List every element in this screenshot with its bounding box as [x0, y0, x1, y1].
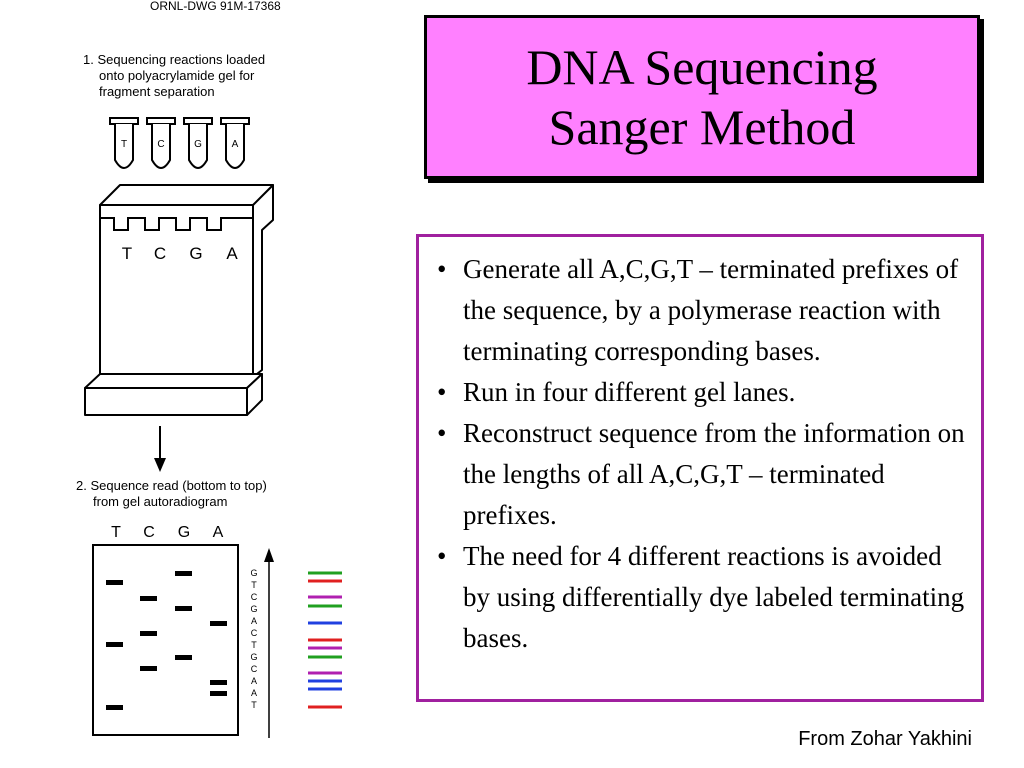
- band: [106, 705, 123, 710]
- slide-title-line2: Sanger Method: [548, 99, 856, 155]
- bullet-item: • The need for 4 different reactions is …: [437, 536, 973, 659]
- step2-caption-line2: from gel autoradiogram: [93, 494, 227, 509]
- bullet-item: • Run in four different gel lanes.: [437, 372, 973, 413]
- bullet-item: • Generate all A,C,G,T – terminated pref…: [437, 249, 973, 372]
- autorad-lane-label-t: T: [111, 524, 121, 541]
- tube-label-c: C: [157, 139, 164, 150]
- autoradiogram-frame: [92, 544, 239, 736]
- read-base: C: [251, 628, 258, 638]
- bullet-dot-icon: •: [437, 541, 447, 571]
- bullet-text: The need for 4 different reactions is av…: [463, 541, 965, 653]
- bullet-dot-icon: •: [437, 254, 447, 284]
- bullet-text: Reconstruct sequence from the informatio…: [463, 418, 965, 530]
- bullet-text: Run in four different gel lanes.: [463, 377, 796, 407]
- slide-title-line1: DNA Sequencing: [526, 39, 878, 95]
- slide-title-box: DNA Sequencing Sanger Method: [424, 15, 980, 179]
- band: [210, 621, 227, 626]
- read-base: A: [251, 616, 257, 626]
- band: [106, 642, 123, 647]
- read-base: T: [251, 640, 257, 650]
- step1-caption-line3: fragment separation: [99, 84, 215, 99]
- gel-lane-label-g: G: [189, 244, 202, 263]
- step1-caption-line2: onto polyacrylamide gel for: [99, 68, 255, 83]
- bullet-box: • Generate all A,C,G,T – terminated pref…: [416, 234, 984, 702]
- tube-label-a: A: [232, 139, 239, 150]
- autoradiogram-bands: [106, 571, 227, 710]
- step1-caption-line1: 1. Sequencing reactions loaded: [83, 52, 265, 67]
- read-base: C: [251, 592, 258, 602]
- band: [140, 596, 157, 601]
- tube-g: [183, 117, 213, 169]
- read-base: G: [250, 604, 257, 614]
- bullet-dot-icon: •: [437, 418, 447, 448]
- drawing-id: ORNL-DWG 91M-17368: [150, 0, 281, 13]
- tube-a: [220, 117, 250, 169]
- read-base: C: [251, 664, 258, 674]
- tube-label-t: T: [121, 139, 127, 150]
- autorad-lane-label-c: C: [143, 524, 155, 541]
- gel-apparatus: [84, 184, 274, 416]
- band: [210, 691, 227, 696]
- reaction-tubes: [109, 117, 250, 169]
- bullet-list: • Generate all A,C,G,T – terminated pref…: [437, 249, 973, 659]
- credit-text: From Zohar Yakhini: [798, 728, 972, 750]
- tube-t: [109, 117, 139, 169]
- read-base: G: [250, 652, 257, 662]
- gel-lane-label-c: C: [154, 244, 166, 263]
- gel-lane-label-a: A: [226, 244, 238, 263]
- band: [175, 655, 192, 660]
- bullet-text: Generate all A,C,G,T – terminated prefix…: [463, 254, 959, 366]
- band: [140, 666, 157, 671]
- read-sequence: G T C G A C T G C A A T: [250, 568, 257, 710]
- band: [106, 580, 123, 585]
- bullet-dot-icon: •: [437, 377, 447, 407]
- bullet-item: • Reconstruct sequence from the informat…: [437, 413, 973, 536]
- read-base: G: [250, 568, 257, 578]
- gel-wells: [100, 217, 253, 231]
- gel-lane-label-t: T: [122, 244, 132, 263]
- band: [175, 571, 192, 576]
- band: [175, 606, 192, 611]
- read-base: A: [251, 688, 257, 698]
- read-base: A: [251, 676, 257, 686]
- band: [210, 680, 227, 685]
- read-base: T: [251, 580, 257, 590]
- autorad-lane-label-g: G: [178, 524, 190, 541]
- dye-bands: [308, 571, 342, 709]
- band: [140, 631, 157, 636]
- autorad-lane-label-a: A: [213, 524, 224, 541]
- step2-caption-line1: 2. Sequence read (bottom to top): [76, 478, 267, 493]
- down-arrow-icon: [154, 426, 166, 472]
- read-base: T: [251, 700, 257, 710]
- tube-c: [146, 117, 176, 169]
- tube-label-g: G: [194, 139, 202, 150]
- up-arrow-icon: [264, 548, 274, 738]
